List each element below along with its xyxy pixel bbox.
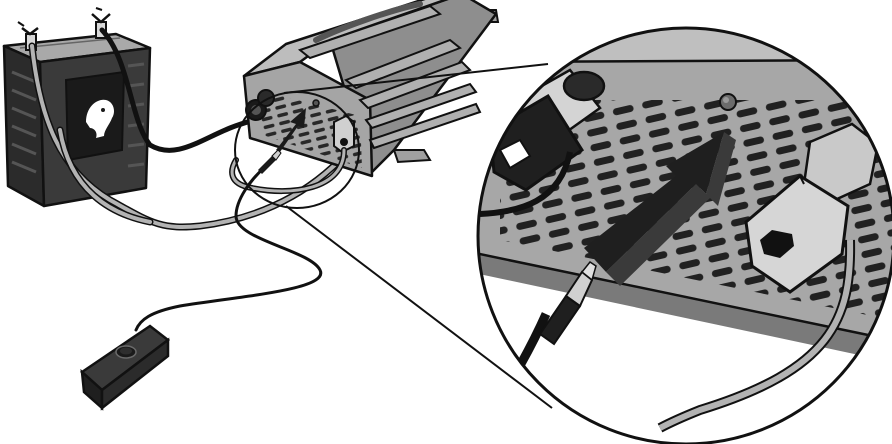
insert-direction-arrow-icon	[584, 132, 736, 286]
amp-led	[312, 99, 320, 107]
amplifier	[242, 0, 500, 178]
signal-cables	[134, 147, 347, 332]
power-cables	[28, 27, 344, 231]
zoom-input-connector	[744, 122, 880, 294]
amp-input-connector	[333, 114, 355, 154]
power-button-icon	[115, 345, 137, 359]
lion-logo-icon	[64, 70, 126, 162]
battery	[2, 7, 152, 208]
zoomed-detail	[476, 26, 892, 444]
callout-lines	[234, 63, 553, 409]
zoom-led	[719, 93, 737, 111]
remote-switch	[79, 324, 171, 411]
